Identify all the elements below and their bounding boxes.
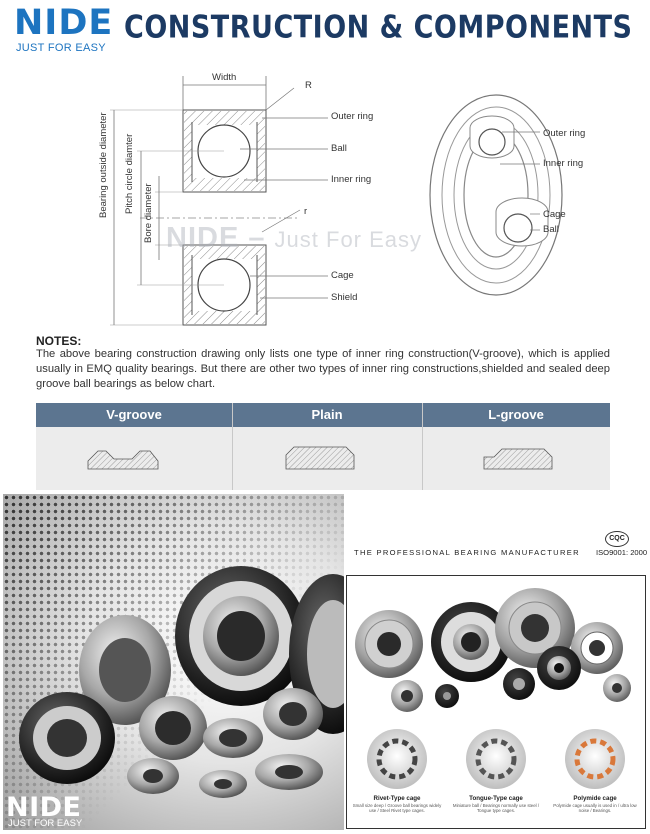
- cage-desc-tongue: Miniature ball / Bearings normally use s…: [452, 803, 540, 814]
- groove-table: V-groove Plain L-groove: [36, 403, 610, 490]
- bearing-cross-section-diagram: [110, 76, 563, 326]
- label-ball: Ball: [331, 143, 347, 154]
- label-shield: Shield: [331, 292, 358, 303]
- side-label-ball: Ball: [543, 224, 559, 235]
- label-inner-ring: Inner ring: [331, 174, 372, 185]
- cage-title-tongue: Tongue-Type cage: [469, 795, 523, 802]
- groove-col-v: V-groove: [106, 407, 162, 422]
- v-groove-profile: [87, 450, 159, 470]
- side-label-cage: Cage: [543, 209, 566, 220]
- label-outer-ring: Outer ring: [331, 111, 374, 122]
- catalog-tagline: THE PROFESSIONAL BEARING MANUFACTURER: [354, 548, 580, 557]
- cage-desc-rivet: Small size deep / Groove ball bearings w…: [352, 803, 442, 814]
- groove-col-plain: Plain: [311, 407, 343, 422]
- cage-title-polymide: Polymide cage: [573, 795, 617, 802]
- label-cage: Cage: [331, 270, 354, 281]
- groove-table-header: [36, 403, 610, 427]
- groove-profiles: [87, 446, 553, 470]
- bearing-side-view: [429, 94, 563, 296]
- cage-title-rivet: Rivet-Type cage: [373, 795, 421, 802]
- notes-heading: NOTES:: [36, 334, 82, 348]
- bearings-illustration: [19, 566, 344, 798]
- photo-brand-logo: NIDE: [6, 792, 82, 823]
- label-width: Width: [212, 72, 237, 83]
- catalog-photo: Rivet-Type cage Small size deep / Groove…: [346, 575, 646, 829]
- side-label-inner-ring: Inner ring: [543, 158, 584, 169]
- side-label-outer-ring: Outer ring: [543, 128, 586, 139]
- l-groove-profile: [483, 448, 553, 470]
- notes-text: The above bearing construction drawing o…: [36, 348, 610, 391]
- label-outside-diameter: Bearing outside diameter: [98, 112, 109, 218]
- cage-desc-polymide: Polymide cage usually is used in / ultra…: [553, 803, 637, 814]
- watermark-brand: NIDE: [166, 222, 240, 254]
- bearings-photo: [3, 494, 344, 830]
- label-pitch-diameter: Pitch circle diamter: [124, 133, 135, 214]
- table-divider: [232, 403, 233, 490]
- photo-brand-tagline: JUST FOR EASY: [8, 818, 83, 829]
- label-r-upper: R: [305, 80, 312, 91]
- watermark: NIDE – Just For Easy: [166, 222, 423, 254]
- catalog-bearings-illustration: [355, 588, 631, 789]
- cqc-cert-logo: CQC: [605, 531, 629, 547]
- groove-col-l: L-groove: [488, 407, 544, 422]
- iso-cert-label: ISO9001: 2000: [596, 548, 648, 557]
- label-r-lower: r: [304, 206, 308, 217]
- label-bore-diameter: Bore diameter: [143, 183, 154, 243]
- watermark-slogan: Just For Easy: [274, 227, 423, 252]
- table-divider: [422, 403, 423, 490]
- plain-profile: [285, 446, 355, 470]
- brand-logo: NIDE: [14, 3, 114, 43]
- page-title: CONSTRUCTION & COMPONENTS: [124, 10, 633, 46]
- brand-tagline: JUST FOR EASY: [16, 42, 106, 54]
